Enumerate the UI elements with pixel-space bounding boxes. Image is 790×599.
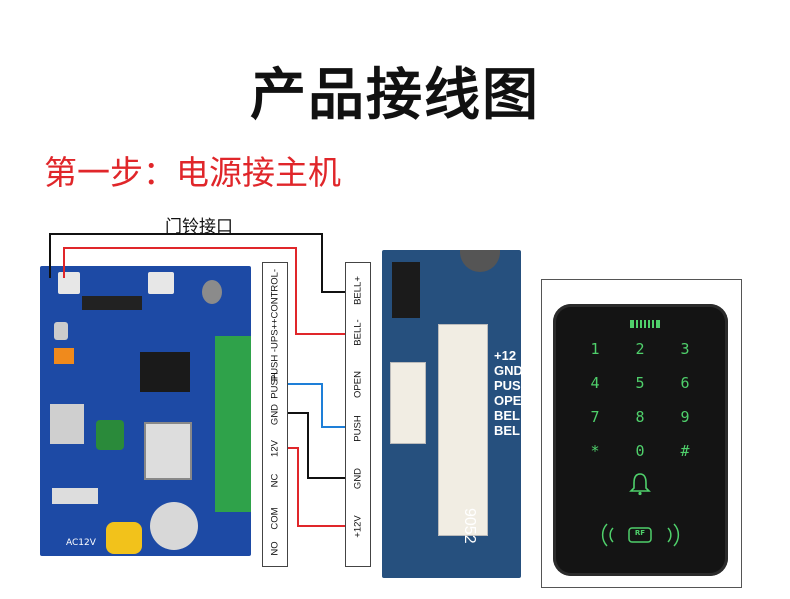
buzzer <box>202 280 222 304</box>
pcb-label: BEL <box>494 423 520 438</box>
terminal-block <box>215 336 251 512</box>
controller-board: AC12V <box>40 266 251 556</box>
bell-icon[interactable] <box>629 472 651 496</box>
heatsink <box>50 404 84 444</box>
pcb-label: +12 <box>494 348 517 363</box>
key-3[interactable]: 3 <box>680 340 690 358</box>
bell-interface-label: 门铃接口 <box>165 217 233 237</box>
key-2[interactable]: 2 <box>635 340 645 358</box>
key-9[interactable]: 9 <box>680 408 690 426</box>
blue-push-wire <box>287 383 345 428</box>
pcb-label: 9052 <box>461 508 478 544</box>
pcb-label: BEL <box>494 408 520 423</box>
component <box>460 250 500 272</box>
pcb-silkscreen: +12 GND PUS OPE BEL BEL <box>494 348 521 438</box>
capacitor <box>54 322 68 340</box>
controller-terminal-strip: +CONTROL- PUSH -UPS+ PUSH GND 12V NC COM… <box>262 262 288 567</box>
fuse-holder <box>52 488 98 504</box>
key-7[interactable]: 7 <box>590 408 600 426</box>
pcb-label: OPE <box>494 393 521 408</box>
pcb-label: GND <box>494 363 521 378</box>
page-title: 产品接线图 <box>250 63 540 128</box>
connector <box>438 324 488 536</box>
potentiometer <box>54 348 74 364</box>
regulator-chip <box>392 262 420 318</box>
rf-label: RF <box>634 529 646 537</box>
keypad-pcb-photo: +12 GND PUS OPE BEL BEL 9052 <box>382 250 521 578</box>
red-12v-wire <box>287 447 345 527</box>
key-hash[interactable]: # <box>680 442 690 460</box>
relay <box>140 352 190 392</box>
black-gnd-wire <box>287 412 345 479</box>
key-4[interactable]: 4 <box>590 374 600 392</box>
connector-block <box>148 272 174 294</box>
pcb-label: PUS <box>494 378 521 393</box>
big-capacitor <box>150 502 198 550</box>
capacitor <box>96 420 124 450</box>
step-heading: 第一步：电源接主机 <box>44 153 341 192</box>
key-0[interactable]: 0 <box>635 442 645 460</box>
key-8[interactable]: 8 <box>635 408 645 426</box>
key-5[interactable]: 5 <box>635 374 645 392</box>
board-label: AC12V <box>66 538 96 548</box>
keypad-photo-frame: 1 2 3 4 5 6 7 8 9 * 0 # RF <box>541 279 742 588</box>
black-bell-wire <box>49 233 345 293</box>
fuse <box>144 422 192 480</box>
power-wire <box>106 522 142 554</box>
keypad-terminal-strip: BELL+ BELL- OPEN PUSH GND +12V <box>345 262 371 567</box>
key-star[interactable]: * <box>590 442 600 460</box>
indicator-bars-icon <box>630 320 660 328</box>
red-bell-wire <box>63 247 345 335</box>
key-6[interactable]: 6 <box>680 374 690 392</box>
rf-card-reader-area: RF <box>593 520 688 550</box>
keypad-device: 1 2 3 4 5 6 7 8 9 * 0 # RF <box>553 304 728 576</box>
terminal-label: NO <box>269 541 281 556</box>
pin-header <box>82 296 142 310</box>
terminal-label: +12V <box>352 515 364 538</box>
key-1[interactable]: 1 <box>590 340 600 358</box>
connector <box>390 362 426 444</box>
rf-waves-icon <box>601 523 680 547</box>
